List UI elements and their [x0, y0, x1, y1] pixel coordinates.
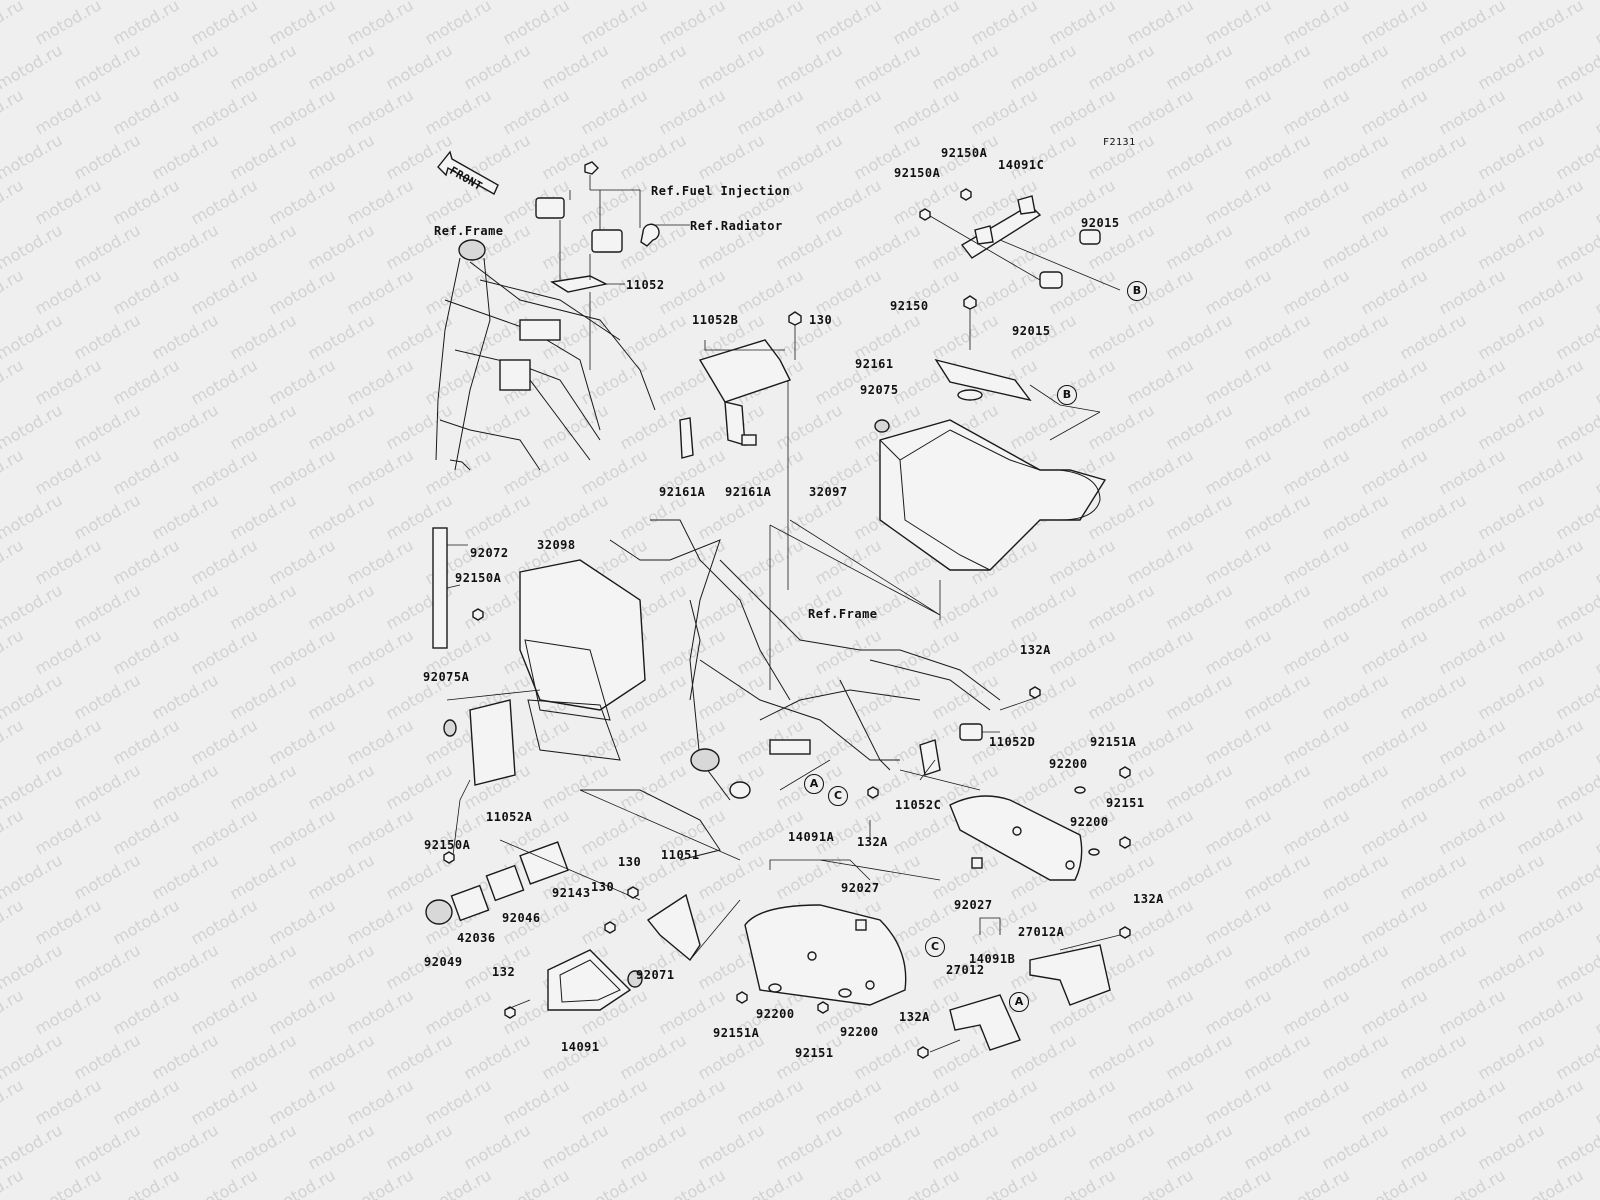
part-92015-label-2: 92015 [1012, 324, 1051, 338]
ref-marker-a-1: A [804, 774, 824, 794]
part-132a-label-4: 132A [899, 1010, 930, 1024]
part-92161-label: 92161 [855, 357, 894, 371]
part-27012a-label: 27012A [1018, 925, 1065, 939]
part-92150-label: 92150 [890, 299, 929, 313]
part-92200-label-1: 92200 [1049, 757, 1088, 771]
part-92027-label-1: 92027 [841, 881, 880, 895]
part-92151a-label-1: 92151A [1090, 735, 1137, 749]
ref-marker-b-2: B [1057, 385, 1077, 405]
figure-code: F2131 [1103, 137, 1136, 148]
part-14091c-label: 14091C [998, 158, 1045, 172]
part-11052-label: 11052 [626, 278, 665, 292]
bracket-14091c-drawing [919, 188, 1121, 291]
part-11052d-label: 11052D [989, 735, 1036, 749]
battery-case-32097-drawing [874, 295, 1107, 571]
part-130-label-a: 130 [618, 855, 642, 869]
part-92075-label: 92075 [860, 383, 899, 397]
ref-radiator-label: Ref.Radiator [690, 219, 783, 233]
part-92049-label: 92049 [424, 955, 463, 969]
part-92150a-label-1: 92150A [941, 146, 988, 160]
ref-marker-c-1: C [828, 786, 848, 806]
ref-frame-label-top: Ref.Frame [434, 224, 504, 238]
part-92150a-label-4: 92150A [424, 838, 471, 852]
part-14091-label: 14091 [561, 1040, 600, 1054]
part-92151-label-1: 92151 [1106, 796, 1145, 810]
ref-frame-label-mid: Ref.Frame [808, 607, 878, 621]
part-42036-label: 42036 [457, 931, 496, 945]
part-11052b-label: 11052B [692, 313, 739, 327]
part-92143-label: 92143 [552, 886, 591, 900]
main-frame-upper-drawing [435, 239, 656, 471]
ref-marker-a-2: A [1009, 992, 1029, 1012]
part-11051-label: 11051 [661, 848, 700, 862]
part-92200-label-2: 92200 [1070, 815, 1109, 829]
part-11052a-label: 11052A [486, 810, 533, 824]
part-92150a-label-3: 92150A [455, 571, 502, 585]
bracket-11051-cover-14091-drawing [504, 886, 741, 1019]
part-92075a-label: 92075A [423, 670, 470, 684]
part-132a-label-3: 132A [1133, 892, 1164, 906]
part-92027-label-2: 92027 [954, 898, 993, 912]
part-92151a-label-2: 92151A [713, 1026, 760, 1040]
ref-marker-c-2: C [925, 937, 945, 957]
part-132a-label-1: 132A [1020, 643, 1051, 657]
part-92072-label: 92072 [470, 546, 509, 560]
part-92015-label-1: 92015 [1081, 216, 1120, 230]
part-92200-label-4: 92200 [840, 1025, 879, 1039]
part-11052c-label: 11052C [895, 798, 942, 812]
ref-marker-b-1: B [1127, 281, 1147, 301]
part-92200-label-3: 92200 [756, 1007, 795, 1021]
part-130-label-b: 130 [591, 880, 615, 894]
part-32097-label: 32097 [809, 485, 848, 499]
part-92161a-label-2: 92161A [725, 485, 772, 499]
part-14091a-label: 14091A [788, 830, 835, 844]
part-92071-label: 92071 [636, 968, 675, 982]
part-132-label: 132 [492, 965, 516, 979]
part-130-label-top: 130 [809, 313, 833, 327]
part-32098-label: 32098 [537, 538, 576, 552]
part-92161a-label-1: 92161A [659, 485, 706, 499]
part-27012-label: 27012 [946, 963, 985, 977]
part-132a-label-2: 132A [857, 835, 888, 849]
part-92151-label-2: 92151 [795, 1046, 834, 1060]
part-92150a-label-2: 92150A [894, 166, 941, 180]
ref-fuel-injection-label: Ref.Fuel Injection [651, 184, 791, 198]
part-92046-label: 92046 [502, 911, 541, 925]
